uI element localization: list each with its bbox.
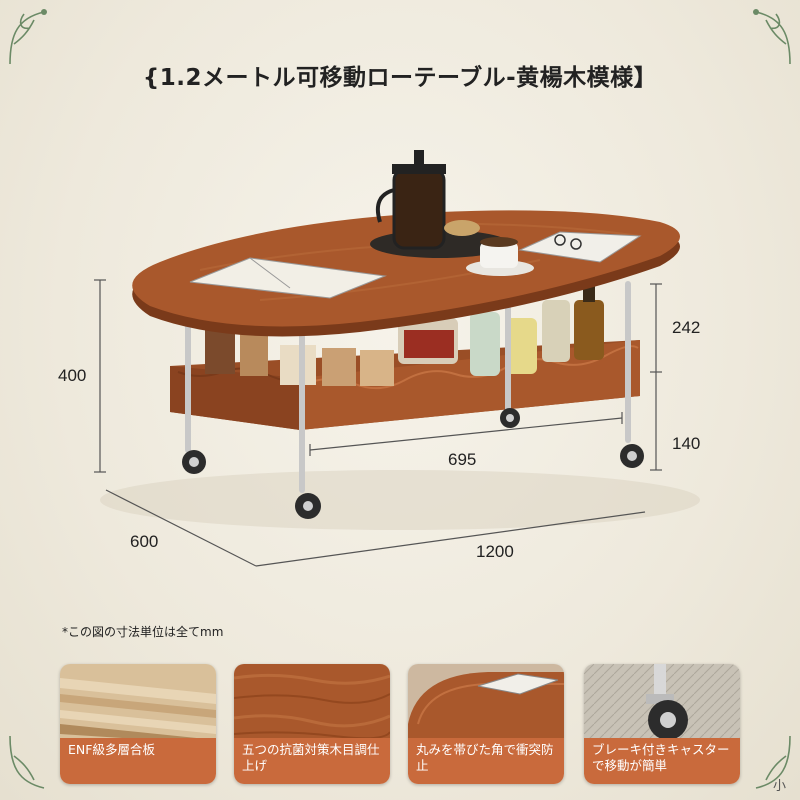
dimension-height-upper: 242 bbox=[672, 318, 701, 337]
caster-wheel-icon bbox=[584, 664, 740, 744]
feature-card-plywood: ENF級多層合板 bbox=[60, 664, 216, 784]
corner-ornament-bottom-right bbox=[755, 735, 791, 789]
dimension-depth: 600 bbox=[130, 532, 159, 551]
unit-note: *この図の寸法単位は全てmm bbox=[62, 625, 224, 639]
magazine bbox=[189, 257, 387, 299]
feature-card-wood-grain: 五つの抗菌対策木目調仕上げ bbox=[234, 664, 390, 784]
feature-card-caster: ブレーキ付きキャスターで移動が簡単 bbox=[584, 664, 740, 784]
tea-set bbox=[370, 150, 534, 276]
page-title: {1.2メートル可移動ローテーブル-黄楊木模様】 bbox=[142, 65, 658, 91]
newspaper bbox=[518, 231, 642, 263]
dimension-height-lower: 140 bbox=[672, 434, 701, 453]
corner-ornament-top-left bbox=[9, 9, 47, 65]
dimension-shelf-width: 695 bbox=[448, 450, 477, 469]
wood-grain-icon bbox=[234, 664, 390, 744]
plywood-layers-icon bbox=[60, 664, 216, 744]
dimension-length: 1200 bbox=[476, 542, 514, 561]
rounded-corner-icon bbox=[408, 664, 564, 744]
table-legs bbox=[185, 281, 631, 493]
corner-ornament-bottom-left bbox=[9, 735, 45, 789]
feature-caption: ブレーキ付きキャスターで移動が簡単 bbox=[592, 742, 730, 773]
feature-caption: 丸みを帯びた角で衝突防止 bbox=[416, 742, 554, 773]
feature-card-rounded-corner: 丸みを帯びた角で衝突防止 bbox=[408, 664, 564, 784]
feature-caption: 五つの抗菌対策木目調仕上げ bbox=[242, 742, 380, 773]
dimension-height-total: 400 bbox=[58, 366, 87, 385]
corner-ornament-top-right bbox=[753, 9, 791, 65]
dimension-lines bbox=[94, 279, 662, 567]
feature-caption: ENF級多層合板 bbox=[68, 742, 155, 757]
logo-mark: 小 bbox=[772, 779, 786, 794]
caster-wheels bbox=[182, 408, 644, 519]
table-illustration bbox=[94, 150, 700, 567]
